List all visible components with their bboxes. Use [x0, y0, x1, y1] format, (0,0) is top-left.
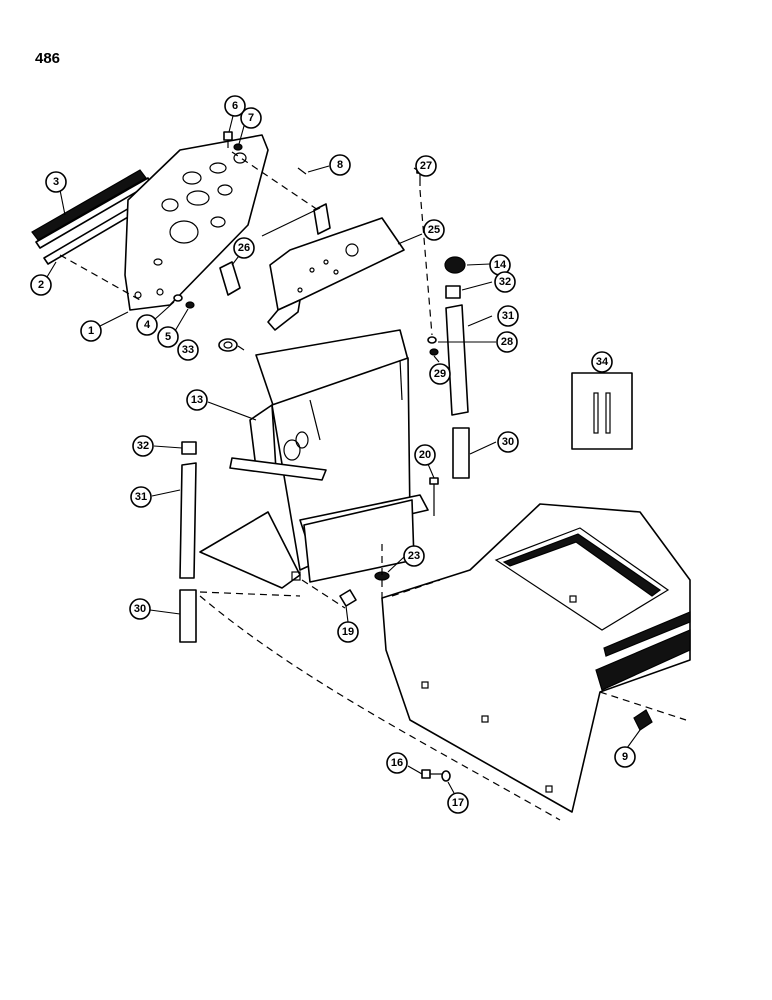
callout-3-label: 3 [53, 176, 59, 188]
callout-8: 8 [329, 154, 351, 176]
callout-20: 20 [414, 444, 436, 466]
callout-6-label: 6 [232, 100, 238, 112]
boot-part-14 [444, 256, 466, 274]
callout-23-label: 23 [408, 550, 420, 562]
tube-part-30-right [452, 427, 470, 479]
grommet-part-33 [218, 338, 238, 352]
callout-31-left-label: 31 [135, 491, 147, 503]
callout-4-label: 4 [144, 319, 151, 331]
callout-13-label: 13 [191, 394, 203, 406]
callout-27: 27 [415, 155, 437, 177]
callout-31-left: 31 [130, 486, 152, 508]
callout-3: 3 [45, 171, 67, 193]
callout-27-label: 27 [420, 160, 432, 172]
callout-34-label: 34 [596, 356, 609, 368]
callout-1-label: 1 [88, 325, 94, 337]
callout-8-label: 8 [337, 159, 343, 171]
tube-part-30-left [179, 589, 197, 643]
callout-5-label: 5 [165, 331, 171, 343]
callout-19: 19 [337, 621, 359, 643]
callout-17-label: 17 [452, 797, 464, 809]
pad-part-26 [219, 203, 331, 296]
washer-part-28 [427, 336, 437, 344]
clip-part-9 [633, 709, 653, 731]
callout-33-label: 33 [182, 344, 194, 356]
callout-30-right-label: 30 [502, 436, 514, 448]
callout-32-left-label: 32 [137, 440, 149, 452]
leader-lines [46, 115, 641, 794]
callout-30-left: 30 [129, 598, 151, 620]
callout-25-label: 25 [428, 224, 440, 236]
nut-part-29 [429, 348, 439, 356]
callout-32-right-label: 32 [499, 276, 511, 288]
callout-13: 13 [186, 389, 208, 411]
callout-9-label: 9 [622, 751, 628, 763]
callout-32-left: 32 [132, 435, 154, 457]
callout-20-label: 20 [419, 449, 431, 461]
bolt-part-16 [421, 769, 442, 779]
callout-16-label: 16 [391, 757, 403, 769]
callout-30-right: 30 [497, 431, 519, 453]
callout-26: 26 [233, 237, 255, 259]
callout-16: 16 [386, 752, 408, 774]
callout-28-label: 28 [501, 336, 513, 348]
decal-part-34 [571, 372, 633, 450]
pin-part-8 [297, 167, 307, 175]
callout-31-right-label: 31 [502, 310, 514, 322]
washer-part-7 [233, 143, 243, 151]
callout-5: 5 [157, 326, 179, 348]
callout-17: 17 [447, 792, 469, 814]
callout-31-right: 31 [497, 305, 519, 327]
washer-part-17 [441, 770, 451, 782]
callout-29-label: 29 [434, 368, 446, 380]
callout-32-right: 32 [494, 271, 516, 293]
callout-33: 33 [177, 339, 199, 361]
callout-1: 1 [80, 320, 102, 342]
callout-4: 4 [136, 314, 158, 336]
cap-part-32-left [181, 441, 197, 455]
callout-9: 9 [614, 746, 636, 768]
callout-14-label: 14 [494, 259, 507, 271]
callout-23: 23 [403, 545, 425, 567]
callout-2-label: 2 [38, 279, 44, 291]
cap-part-32-right [445, 285, 461, 299]
support-frame-part-13 [199, 329, 429, 589]
callout-6: 6 [224, 95, 246, 117]
callout-25: 25 [423, 219, 445, 241]
bolt-part-20 [429, 477, 439, 516]
callout-30-left-label: 30 [134, 603, 146, 615]
dash-panel-part-25 [267, 217, 405, 331]
callout-7-label: 7 [248, 112, 254, 124]
tube-part-31-right [445, 304, 469, 416]
bolt-part-6 [223, 131, 233, 148]
callout-29: 29 [429, 363, 451, 385]
clip-part-19 [339, 589, 357, 607]
tube-part-31-left [179, 462, 197, 579]
callout-34: 34 [591, 351, 613, 373]
instrument-plate-part-1 [124, 134, 269, 311]
page-number: 486 [35, 50, 61, 67]
washer-part-4 [173, 294, 183, 302]
console-hood [381, 503, 691, 813]
callout-28: 28 [496, 331, 518, 353]
callout-2: 2 [30, 274, 52, 296]
callout-7: 7 [240, 107, 262, 129]
callout-26-label: 26 [238, 242, 250, 254]
callout-19-label: 19 [342, 626, 354, 638]
nut-part-5 [185, 301, 195, 309]
